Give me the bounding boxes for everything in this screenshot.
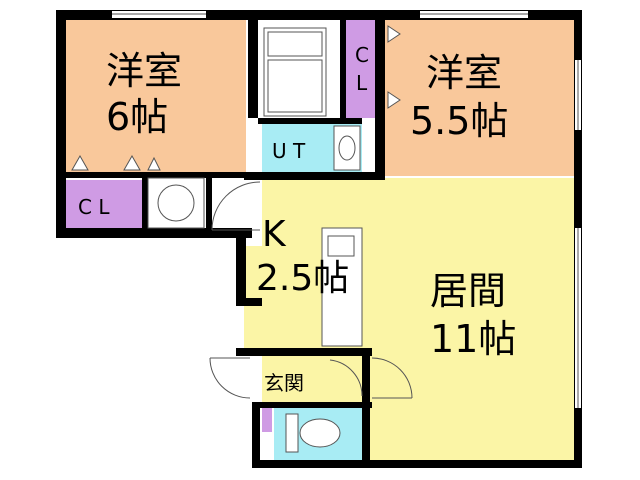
closet-right-label-l: L bbox=[356, 71, 368, 95]
window-lines bbox=[112, 13, 579, 408]
utility-label: U T bbox=[272, 139, 306, 163]
washbasin-icon bbox=[333, 125, 361, 171]
closet-door-marks bbox=[71, 25, 401, 171]
western-room-left-size: 6帖 bbox=[106, 95, 168, 139]
door-swings bbox=[209, 181, 413, 399]
small-storage bbox=[262, 408, 272, 432]
kitchen-size: 2.5帖 bbox=[256, 258, 349, 299]
western-room-left-name: 洋室 bbox=[106, 49, 182, 93]
living-room-name: 居間 bbox=[430, 269, 506, 313]
closet-left bbox=[66, 180, 142, 228]
kitchen-counter-icon bbox=[321, 227, 363, 347]
western-room-right bbox=[385, 18, 575, 176]
western-room-right-name: 洋室 bbox=[426, 51, 502, 95]
closet-left-label: C L bbox=[78, 195, 110, 219]
entrance-label: 玄関 bbox=[264, 371, 304, 395]
kitchen-name: K bbox=[262, 214, 287, 255]
toilet-icon bbox=[285, 413, 341, 453]
closet-right-label-c: C bbox=[355, 43, 369, 67]
western-room-right-size: 5.5帖 bbox=[410, 99, 508, 143]
washing-machine-icon bbox=[147, 177, 205, 229]
bathtub-icon bbox=[263, 27, 327, 117]
living-room-size: 11帖 bbox=[430, 317, 516, 361]
western-room-left bbox=[66, 18, 246, 172]
closet-right bbox=[346, 18, 380, 118]
